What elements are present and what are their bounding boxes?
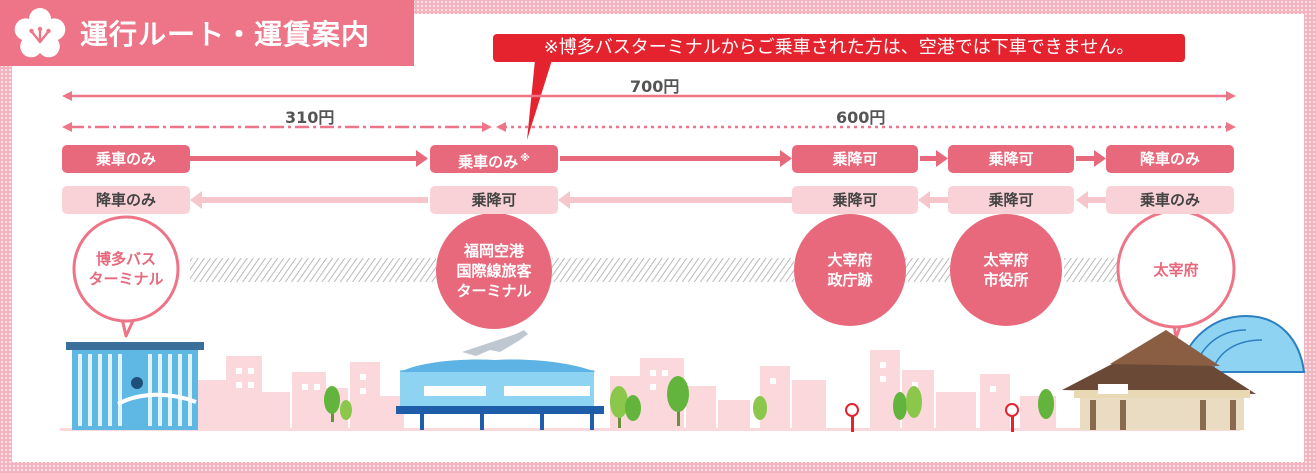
inbound-stop-4: 乗降可 xyxy=(948,186,1074,214)
stop-label-airport: 福岡空港 国際線旅客 ターミナル xyxy=(456,242,532,300)
stop-label-shiyakusho: 太宰府 市役所 xyxy=(983,251,1029,289)
fare-arrow-segment1 xyxy=(62,122,492,132)
outbound-stop-2: 乗車のみ※ xyxy=(430,145,558,173)
route-band xyxy=(190,258,1120,282)
bubble-hakata xyxy=(72,215,180,338)
fare-segment2: 600円 xyxy=(836,108,886,127)
notice-pointer xyxy=(527,60,552,140)
bus-stop-sign-icon xyxy=(845,403,1019,432)
inbound-stop-3: 乗降可 xyxy=(792,186,918,214)
notice-mark: ※ xyxy=(520,153,530,164)
hakata-terminal-building xyxy=(66,342,204,430)
stop-label-dazaifu: 太宰府 xyxy=(1153,261,1199,279)
inbound-stop-2: 乗降可 xyxy=(430,186,558,214)
bubble-shiyakusho xyxy=(950,214,1062,326)
stop-label-hakata: 博多バス ターミナル xyxy=(88,250,164,288)
fare-arrow-segment2 xyxy=(496,122,1236,132)
outbound-stop-4: 乗降可 xyxy=(948,145,1074,173)
bubble-airport xyxy=(436,213,552,329)
ground-line xyxy=(60,428,1240,431)
outbound-stop-2-label: 乗車のみ xyxy=(458,153,519,171)
airplane-icon xyxy=(462,330,528,356)
skyline-windows xyxy=(236,362,996,394)
stop-label-seichoato: 大宰府 政庁跡 xyxy=(827,251,873,289)
outbound-arrows xyxy=(190,150,1106,167)
museum-dome-building xyxy=(1178,314,1306,373)
bubble-seichoato xyxy=(794,214,906,326)
boarding-notice: ※博多バスターミナルからご乗車された方は、空港では下車できません。 xyxy=(493,34,1185,62)
outbound-stop-3: 乗降可 xyxy=(792,145,918,173)
dazaifu-station-building xyxy=(1062,330,1256,430)
inbound-stop-5: 乗車のみ xyxy=(1106,186,1234,214)
outbound-stop-1: 乗車のみ xyxy=(62,145,190,173)
inbound-arrows xyxy=(190,191,1108,209)
inbound-stop-1: 降車のみ xyxy=(62,186,190,214)
outbound-stop-5: 降車のみ xyxy=(1106,145,1234,173)
ume-flower-icon xyxy=(14,8,66,58)
tree-icon xyxy=(324,376,1054,428)
fare-arrow-overall xyxy=(62,91,1236,101)
city-skyline xyxy=(196,350,1056,430)
airport-terminal-building xyxy=(396,359,604,430)
fare-segment1: 310円 xyxy=(285,108,335,127)
fare-overall: 700円 xyxy=(630,77,680,96)
title-bar: 運行ルート・運賃案内 xyxy=(0,0,414,66)
page-title: 運行ルート・運賃案内 xyxy=(80,18,371,51)
